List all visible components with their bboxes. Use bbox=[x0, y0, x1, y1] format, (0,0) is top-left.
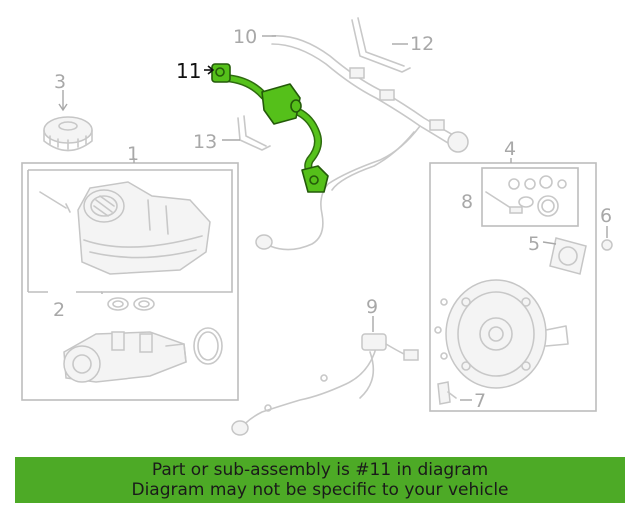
vacuum-hose-part-11[interactable] bbox=[211, 63, 329, 193]
brake-booster[interactable] bbox=[434, 279, 569, 389]
callout-5: 5 bbox=[528, 233, 540, 255]
booster-seal-kit[interactable] bbox=[485, 175, 567, 217]
sub-box-8 bbox=[481, 167, 579, 227]
info-banner: Part or sub-assembly is #11 in diagram D… bbox=[15, 457, 625, 503]
callout-8: 8 bbox=[461, 191, 473, 213]
fluid-reservoir[interactable] bbox=[39, 181, 211, 275]
reservoir-seals[interactable] bbox=[107, 297, 155, 311]
hose-bracket-12[interactable] bbox=[351, 17, 411, 73]
assembly-box-4 bbox=[429, 162, 597, 412]
callout-9: 9 bbox=[366, 296, 378, 318]
callout-2: 2 bbox=[53, 299, 65, 321]
callout-13: 13 bbox=[193, 131, 217, 153]
callout-7: 7 bbox=[474, 390, 486, 412]
callout-3: 3 bbox=[54, 71, 66, 93]
callout-6: 6 bbox=[600, 205, 612, 227]
parts-diagram: 3 1 2 4 5 6 7 8 9 10 11 12 13 bbox=[21, 17, 613, 436]
wiring-harness[interactable] bbox=[231, 333, 419, 436]
callout-10: 10 bbox=[233, 26, 257, 48]
banner-line-1: Part or sub-assembly is #11 in diagram bbox=[151, 460, 489, 480]
booster-gasket[interactable] bbox=[549, 237, 587, 275]
vacuum-hose-assembly[interactable] bbox=[255, 35, 469, 251]
callout-11: 11 bbox=[176, 59, 201, 83]
callout-4: 4 bbox=[504, 138, 516, 160]
callout-1: 1 bbox=[127, 143, 139, 165]
booster-nut[interactable] bbox=[601, 239, 613, 251]
banner-line-2: Diagram may not be specific to your vehi… bbox=[131, 480, 509, 500]
assembly-box-1 bbox=[21, 162, 239, 401]
booster-bracket[interactable] bbox=[437, 381, 457, 405]
reservoir-cap[interactable] bbox=[43, 116, 93, 152]
callout-12: 12 bbox=[410, 33, 434, 55]
hose-bracket-13[interactable] bbox=[237, 115, 271, 151]
master-cylinder[interactable] bbox=[63, 327, 223, 383]
